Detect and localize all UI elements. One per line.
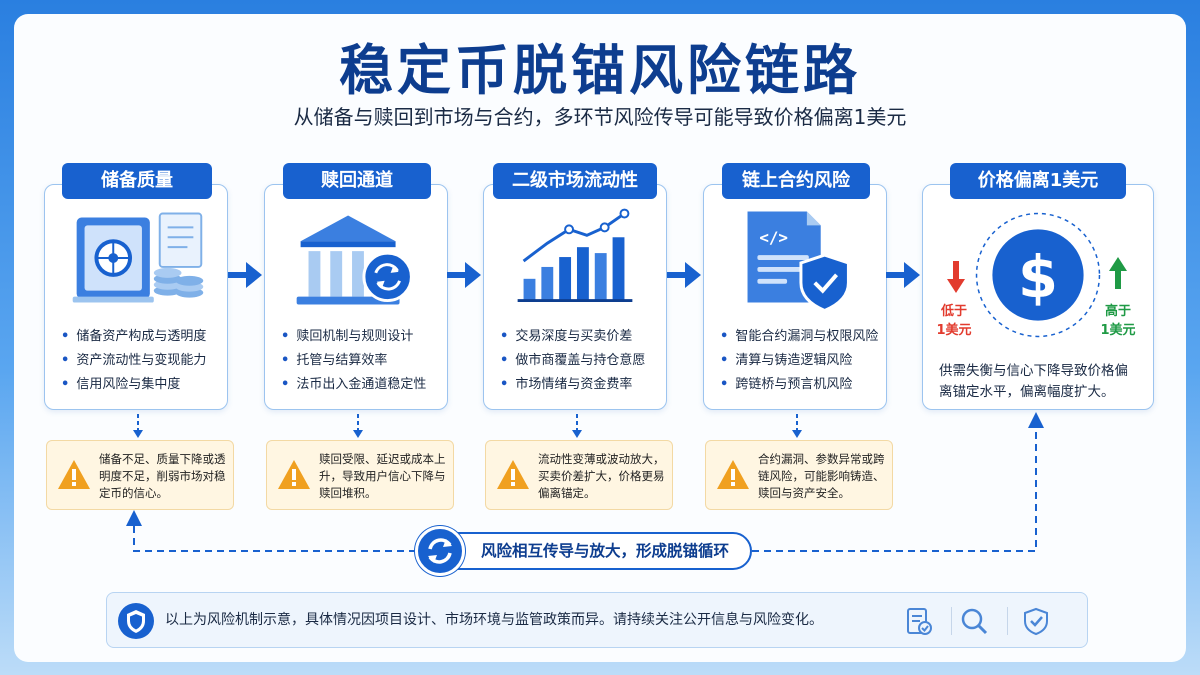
risk-loop-pill: 风险相互传导与放大，形成脱锚循环 bbox=[415, 532, 752, 570]
warning-icon bbox=[58, 460, 90, 489]
search-icon[interactable] bbox=[959, 606, 989, 636]
bullet-item: 市场情绪与资金费率 bbox=[500, 373, 645, 397]
result-description: 供需失衡与信心下降导致价格偏离锚定水平，偏离幅度扩大。 bbox=[939, 363, 1128, 400]
dashed-down-arrow-icon bbox=[353, 414, 363, 438]
flow-arrow-icon bbox=[228, 262, 262, 288]
stage-bullets: 智能合约漏洞与权限风险 清算与铸造逻辑风险 跨链桥与预言机风险 bbox=[720, 325, 878, 397]
arrow-up-icon bbox=[1109, 257, 1127, 289]
page-title: 稳定币脱锚风险链路 bbox=[339, 39, 861, 102]
svg-text:</>: </> bbox=[759, 228, 788, 247]
flow-arrow-icon bbox=[447, 262, 481, 288]
warning-text: 流动性变薄或波动放大，买卖价差扩大，价格更易偏离锚定。 bbox=[538, 452, 665, 500]
bar-chart-icon bbox=[517, 208, 633, 303]
bullet-item: 法币出入金通道稳定性 bbox=[281, 373, 426, 397]
warning-text: 赎回受限、延迟或成本上升，导致用户信心下降与赎回堆积。 bbox=[319, 452, 446, 500]
bank-icon bbox=[296, 215, 413, 305]
footer-text: 以上为风险机制示意，具体情况因项目设计、市场环境与监管政策而异。请持续关注公开信… bbox=[165, 612, 823, 628]
stage-bullets: 赎回机制与规则设计 托管与结算效率 法币出入金通道稳定性 bbox=[281, 325, 426, 397]
stage-label-result: 价格偏离1美元 bbox=[950, 163, 1126, 199]
footer-divider bbox=[1007, 607, 1008, 635]
dashed-down-arrow-icon bbox=[133, 414, 143, 438]
stage-label-contract: 链上合约风险 bbox=[722, 163, 870, 199]
stage-label-redemption: 赎回通道 bbox=[283, 163, 431, 199]
shield-info-icon bbox=[118, 603, 154, 639]
warning-box-liquidity: 流动性变薄或波动放大，买卖价差扩大，价格更易偏离锚定。 bbox=[485, 440, 673, 510]
warning-box-contract: 合约漏洞、参数异常或跨链风险，可能影响铸造、赎回与资产安全。 bbox=[705, 440, 893, 510]
document-check-icon[interactable] bbox=[903, 606, 933, 636]
warning-text: 储备不足、质量下降或透明度不足，削弱市场对稳定币的信心。 bbox=[99, 452, 226, 500]
bullet-item: 信用风险与集中度 bbox=[61, 373, 206, 397]
flow-arrow-icon bbox=[886, 262, 920, 288]
stage-card-redemption: 赎回机制与规则设计 托管与结算效率 法币出入金通道稳定性 bbox=[264, 184, 448, 410]
arrow-down-icon bbox=[947, 261, 965, 293]
warning-box-reserve: 储备不足、质量下降或透明度不足，削弱市场对稳定币的信心。 bbox=[46, 440, 234, 510]
bullet-item: 智能合约漏洞与权限风险 bbox=[720, 325, 878, 349]
cycle-icon bbox=[415, 526, 465, 576]
warning-text: 合约漏洞、参数异常或跨链风险，可能影响铸造、赎回与资产安全。 bbox=[758, 452, 885, 500]
code-shield-icon: </> bbox=[747, 211, 850, 313]
bullet-item: 交易深度与买卖价差 bbox=[500, 325, 645, 349]
footer-divider bbox=[951, 607, 952, 635]
below-peg-label: 低于 1美元 bbox=[936, 304, 972, 338]
flow-arrow-icon bbox=[667, 262, 701, 288]
above-peg-label: 高于 1美元 bbox=[1100, 304, 1136, 338]
stage-bullets: 交易深度与买卖价差 做市商覆盖与持仓意愿 市场情绪与资金费率 bbox=[500, 325, 645, 397]
stage-card-result: $ 供需失衡与信心下降导致价格偏离锚定水平，偏离幅度扩大。 bbox=[922, 184, 1154, 410]
shield-check-icon[interactable] bbox=[1021, 606, 1051, 636]
stage-label-reserve: 储备质量 bbox=[62, 163, 212, 199]
dollar-coin-icon: $ bbox=[975, 212, 1101, 338]
stage-card-liquidity: 交易深度与买卖价差 做市商覆盖与持仓意愿 市场情绪与资金费率 bbox=[483, 184, 667, 410]
warning-icon bbox=[497, 460, 529, 489]
warning-icon bbox=[278, 460, 310, 489]
vault-icon bbox=[72, 212, 204, 303]
bullet-item: 做市商覆盖与持仓意愿 bbox=[500, 349, 645, 373]
warning-box-redemption: 赎回受限、延迟或成本上升，导致用户信心下降与赎回堆积。 bbox=[266, 440, 454, 510]
svg-text:$: $ bbox=[1018, 244, 1058, 311]
dashed-down-arrow-icon bbox=[572, 414, 582, 438]
stage-label-liquidity: 二级市场流动性 bbox=[493, 163, 657, 199]
page-subtitle: 从储备与赎回到市场与合约，多环节风险传导可能导致价格偏离1美元 bbox=[293, 105, 907, 129]
bullet-item: 储备资产构成与透明度 bbox=[61, 325, 206, 349]
bullet-item: 托管与结算效率 bbox=[281, 349, 426, 373]
stage-bullets: 储备资产构成与透明度 资产流动性与变现能力 信用风险与集中度 bbox=[61, 325, 206, 397]
stage-card-contract: </> 智能合约漏洞与权限风险 清算与铸造逻辑风险 跨链桥与预言机风险 bbox=[703, 184, 887, 410]
dashed-down-arrow-icon bbox=[792, 414, 802, 438]
stage-card-reserve: 储备资产构成与透明度 资产流动性与变现能力 信用风险与集中度 bbox=[44, 184, 228, 410]
bullet-item: 清算与铸造逻辑风险 bbox=[720, 349, 878, 373]
warning-icon bbox=[717, 460, 749, 489]
bullet-item: 资产流动性与变现能力 bbox=[61, 349, 206, 373]
bullet-item: 跨链桥与预言机风险 bbox=[720, 373, 878, 397]
footer-notice: 以上为风险机制示意，具体情况因项目设计、市场环境与监管政策而异。请持续关注公开信… bbox=[106, 592, 1088, 648]
bullet-item: 赎回机制与规则设计 bbox=[281, 325, 426, 349]
risk-loop-label: 风险相互传导与放大，形成脱锚循环 bbox=[481, 542, 730, 560]
